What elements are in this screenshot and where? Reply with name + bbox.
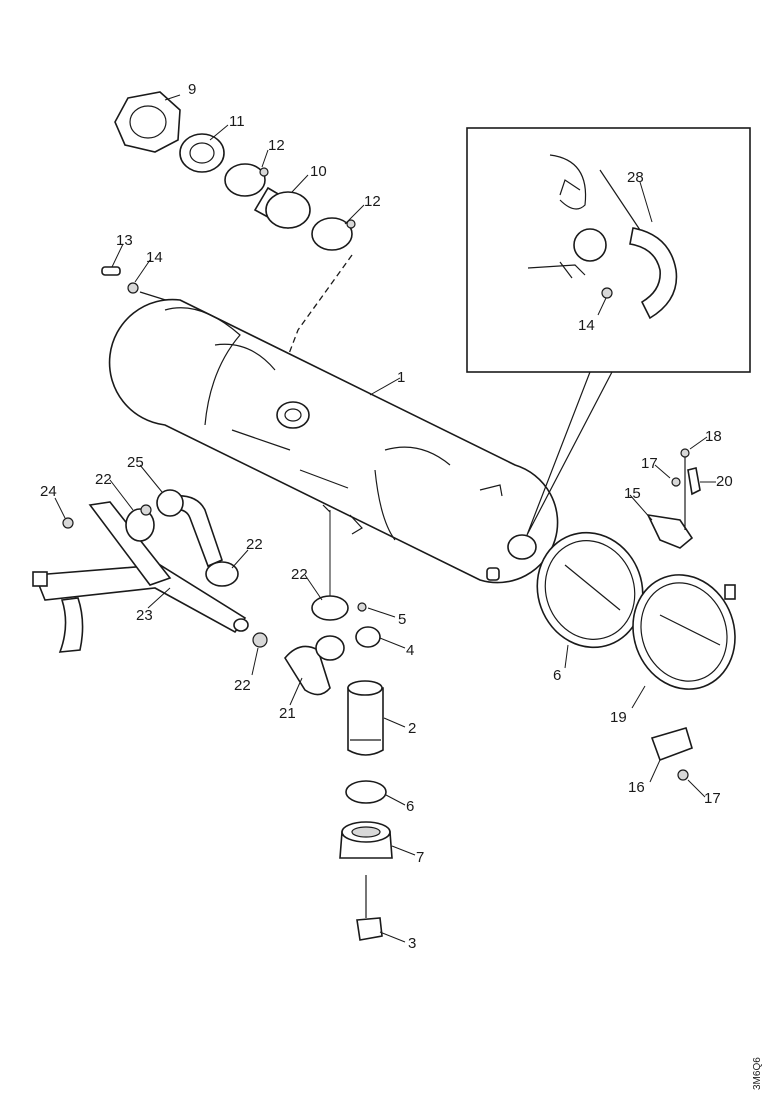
callout-1: 1	[397, 369, 405, 386]
callout-17: 17	[641, 455, 658, 472]
callout-14: 14	[146, 249, 163, 266]
callout-12: 12	[364, 193, 381, 210]
drain-tube-valve	[356, 917, 383, 941]
callout-5: 5	[398, 611, 406, 628]
callout-25: 25	[127, 454, 144, 471]
document-code: 3M6Q6	[752, 1057, 763, 1090]
filter-assembly	[339, 680, 393, 941]
callout-21: 21	[279, 705, 296, 722]
mounting-bracket-lower	[650, 727, 693, 781]
callout-22: 22	[234, 677, 251, 694]
tank-outlet	[507, 534, 537, 560]
detail-inset	[466, 127, 751, 536]
hose-clamp-lower	[311, 217, 353, 251]
hose-clamp-22	[311, 595, 349, 621]
callout-11: 11	[229, 113, 245, 130]
tank-strap-ring	[536, 531, 644, 649]
callout-4: 4	[406, 642, 414, 659]
elbow-hose	[284, 595, 349, 696]
callout-2: 2	[408, 720, 416, 737]
callout-19: 19	[610, 709, 627, 726]
callout-12: 12	[268, 137, 285, 154]
tank-strap-band	[632, 574, 736, 690]
callout-28: 28	[627, 169, 644, 186]
return-hose	[629, 227, 678, 320]
callout-9: 9	[188, 81, 196, 98]
leader-lines	[54, 94, 716, 943]
mounting-bracket-upper	[646, 448, 701, 549]
callout-22: 22	[291, 566, 308, 583]
inset-frame	[466, 127, 751, 373]
callout-6: 6	[553, 667, 561, 684]
drain-fittings	[355, 602, 381, 648]
cap-gasket	[179, 133, 225, 173]
callout-22: 22	[95, 471, 112, 488]
callout-3: 3	[408, 935, 416, 952]
callout-10: 10	[310, 163, 327, 180]
callout-20: 20	[716, 473, 733, 490]
hose-clamp-upper	[224, 163, 266, 197]
frame-and-pipes	[32, 489, 268, 653]
callout-13: 13	[116, 232, 133, 249]
callout-6: 6	[406, 798, 414, 815]
part-number-labels: 9 11 12 10 12 13 14 28 14 1 18 17 20 15 …	[40, 81, 733, 952]
callout-14: 14	[578, 317, 595, 334]
filler-cap	[114, 91, 181, 153]
callout-16: 16	[628, 779, 645, 796]
callout-18: 18	[705, 428, 722, 445]
filter-seal	[345, 780, 387, 804]
filter-canister	[347, 687, 384, 756]
fuel-tank	[108, 298, 559, 584]
callout-7: 7	[416, 849, 424, 866]
callout-24: 24	[40, 483, 57, 500]
tank-fitting	[101, 266, 173, 303]
tank-filler-neck	[276, 401, 310, 429]
filler-cap-assembly	[114, 91, 356, 251]
callout-15: 15	[624, 485, 641, 502]
callout-23: 23	[136, 607, 153, 624]
tank-body	[108, 298, 559, 584]
callout-22: 22	[246, 536, 263, 553]
callout-17: 17	[704, 790, 721, 807]
